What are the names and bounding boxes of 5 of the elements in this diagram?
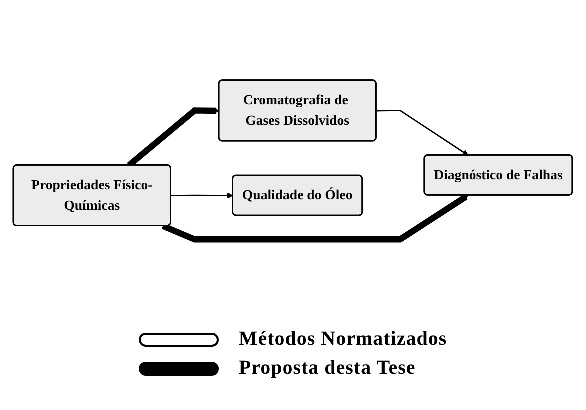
legend-text: Proposta desta Tese <box>238 357 416 380</box>
legend-text: Métodos Normatizados <box>238 328 448 351</box>
arrow <box>162 194 469 243</box>
arrow <box>376 110 469 156</box>
arrow <box>171 192 234 199</box>
